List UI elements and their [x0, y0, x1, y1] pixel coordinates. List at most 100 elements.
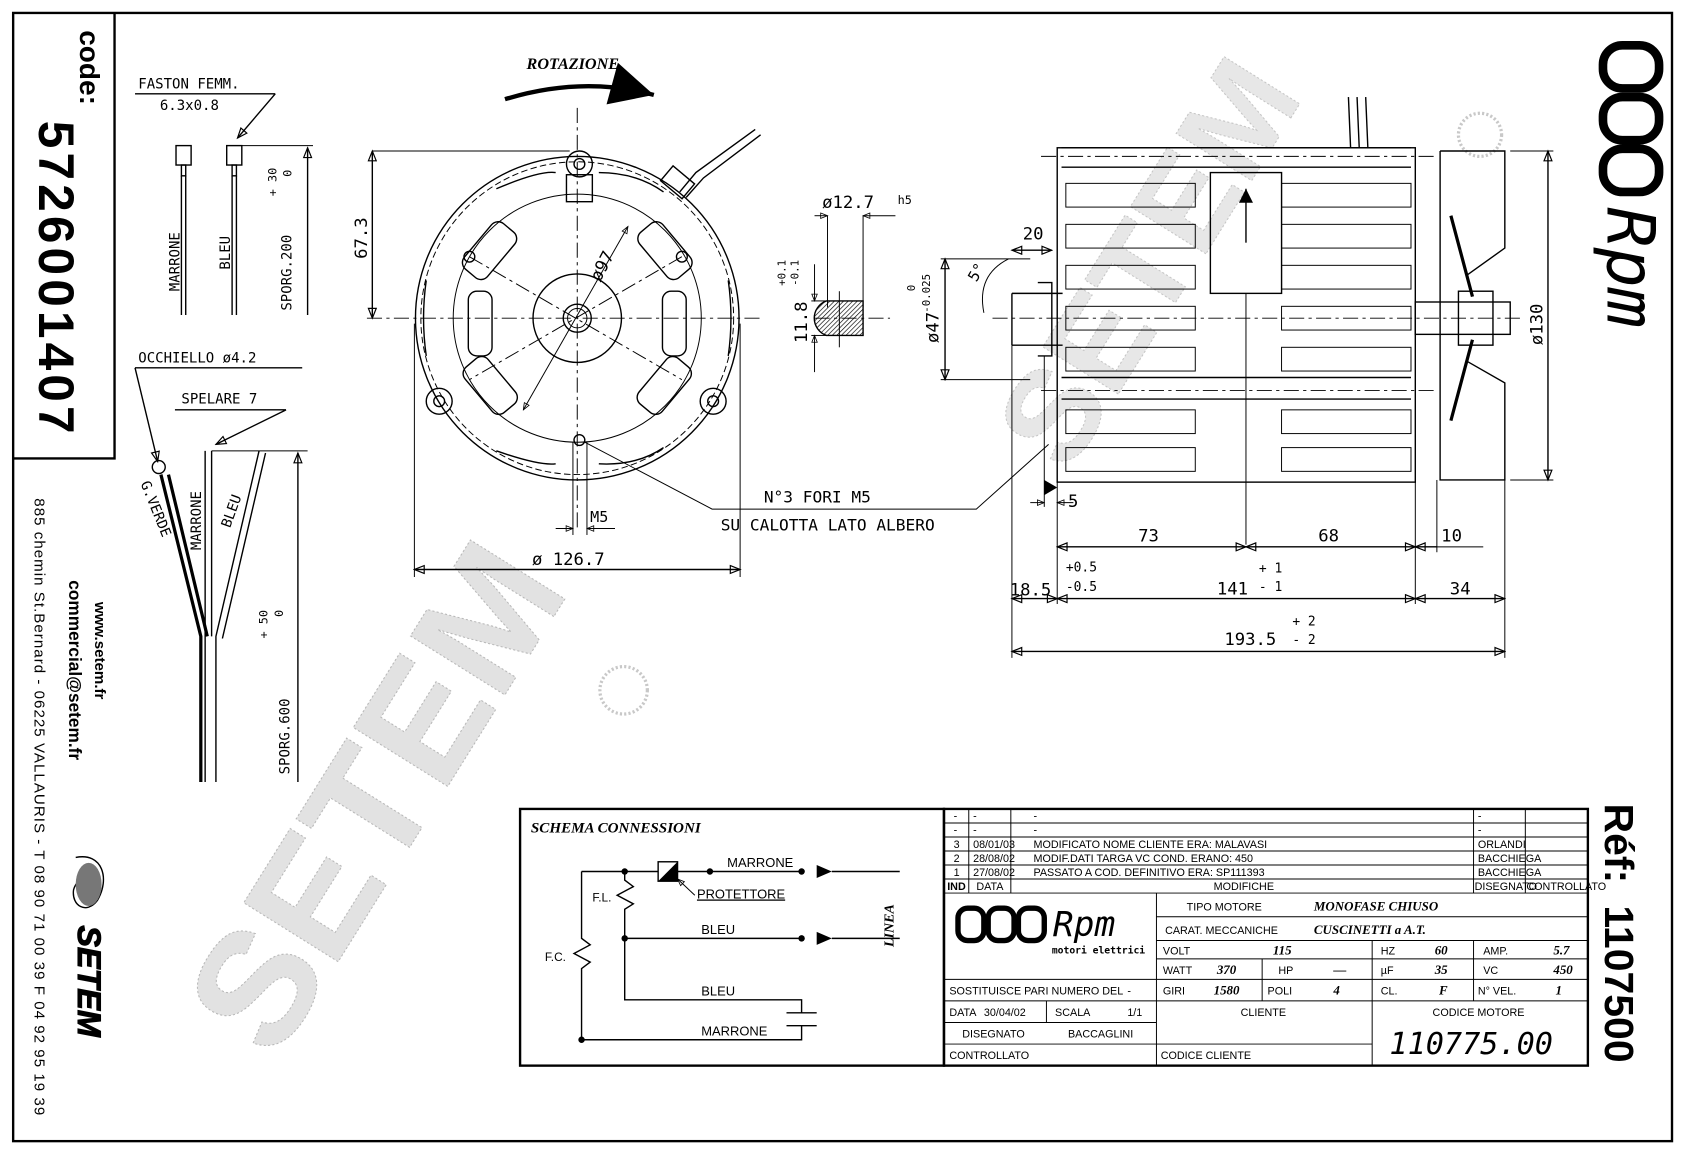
revision-modifica: - — [1033, 825, 1037, 837]
revision-row: ---- — [954, 825, 1482, 837]
svg-text:F.C.: F.C. — [545, 950, 566, 964]
note-line-1: N°3 FORI M5 — [764, 488, 871, 507]
svg-text:BLEU: BLEU — [219, 493, 246, 530]
svg-text:30/04/02: 30/04/02 — [984, 1007, 1026, 1019]
svg-text:193.5: 193.5 — [1224, 630, 1276, 650]
svg-text:WATT: WATT — [1163, 965, 1193, 977]
revision-disegnato: - — [1478, 811, 1482, 823]
svg-text:IND: IND — [947, 881, 966, 893]
svg-text:Rpm: Rpm — [1591, 207, 1669, 328]
svg-text:CL.: CL. — [1381, 985, 1398, 997]
svg-text:5: 5 — [1068, 492, 1078, 512]
code-label: code: — [74, 30, 105, 105]
shaft-section: ø12.7 h5 11.8 +0.1 -0.1 — [775, 193, 912, 373]
svg-text:60: 60 — [1435, 943, 1448, 958]
svg-text:115: 115 — [1273, 943, 1292, 958]
revision-row: ---- — [954, 811, 1482, 823]
svg-text:SPELARE 7: SPELARE 7 — [181, 391, 257, 407]
wiring-detail-faston: FASTON FEMM. 6.3x0.8 MARRONE BLEU SPORG.… — [135, 76, 313, 315]
svg-text:MONOFASE CHIUSO: MONOFASE CHIUSO — [1313, 898, 1438, 913]
revision-ind: 2 — [954, 853, 960, 865]
revision-modifica: MODIFICATO NOME CLIENTE ERA: MALAVASI — [1033, 839, 1267, 851]
revision-disegnato: - — [1478, 825, 1482, 837]
svg-text:HP: HP — [1278, 965, 1293, 977]
svg-text:- 1: - 1 — [1259, 580, 1282, 595]
svg-text:450: 450 — [1552, 962, 1573, 977]
capacitor-icon — [581, 938, 817, 1041]
height-dimension: 67.3 — [352, 217, 372, 259]
svg-text:5°: 5° — [964, 260, 989, 285]
wiring-detail-cable: OCCHIELLO ø4.2 SPELARE 7 G.VERDE MARRONE… — [134, 350, 308, 782]
svg-text:370: 370 — [1216, 962, 1237, 977]
motor-code: 110775.00 — [1389, 1027, 1553, 1062]
revision-disegnato: ORLANDI — [1478, 839, 1526, 851]
svg-text:CARAT. MECCANICHE: CARAT. MECCANICHE — [1165, 925, 1278, 937]
svg-text:SETEM: SETEM — [152, 513, 600, 1081]
revision-modifica: MODIF.DATI TARGA VC COND. ERANO: 450 — [1033, 853, 1253, 865]
revision-ind: 1 — [954, 867, 960, 879]
svg-text:4: 4 — [1332, 982, 1340, 997]
svg-text:35: 35 — [1434, 962, 1448, 977]
svg-text:10: 10 — [1441, 526, 1462, 546]
svg-text:Rpm: Rpm — [1053, 905, 1115, 945]
svg-text:SOSTITUISCE PARI NUMERO DEL: SOSTITUISCE PARI NUMERO DEL — [949, 985, 1123, 997]
svg-text:1: 1 — [1556, 982, 1562, 997]
svg-text:CONTROLLATO: CONTROLLATO — [949, 1050, 1029, 1062]
svg-text:ø130: ø130 — [1528, 304, 1548, 346]
svg-text:5.7: 5.7 — [1553, 943, 1570, 958]
svg-text:CODICE MOTORE: CODICE MOTORE — [1433, 1007, 1525, 1019]
svg-text:-0.5: -0.5 — [1066, 580, 1097, 595]
field-winding-fl — [615, 871, 635, 939]
svg-text:VC: VC — [1483, 965, 1498, 977]
svg-text:DISEGNATO: DISEGNATO — [962, 1029, 1024, 1041]
svg-text:BLEU: BLEU — [218, 236, 234, 270]
svg-text:GIRI: GIRI — [1163, 985, 1185, 997]
svg-text:+0.5: +0.5 — [1066, 561, 1097, 576]
svg-text:-0.025: -0.025 — [920, 274, 933, 313]
svg-text:ø12.7: ø12.7 — [822, 193, 874, 213]
revision-data: 27/08/02 — [973, 867, 1015, 879]
code-box: code: 5726001407 — [13, 12, 116, 460]
mounting-lug — [425, 150, 727, 447]
note-line-2: SU CALOTTA LATO ALBERO — [721, 516, 935, 535]
svg-text:HZ: HZ — [1381, 946, 1396, 958]
svg-text:PROTETTORE: PROTETTORE — [697, 886, 786, 901]
svg-text:F: F — [1438, 982, 1448, 997]
svg-text:MARRONE: MARRONE — [167, 232, 183, 291]
svg-text:34: 34 — [1450, 579, 1471, 599]
svg-text:+0.1: +0.1 — [775, 260, 788, 286]
svg-text:68: 68 — [1318, 526, 1339, 546]
coil-logo-icon — [1598, 40, 1664, 197]
revision-ind: - — [954, 811, 958, 823]
revision-data: - — [973, 825, 977, 837]
reference-label: Réf: — [1596, 804, 1642, 884]
svg-text:TIPO MOTORE: TIPO MOTORE — [1187, 901, 1262, 913]
svg-text:MODIFICHE: MODIFICHE — [1214, 881, 1274, 893]
front-view: ROTAZIONE — [352, 56, 1049, 578]
svg-text:SCALA: SCALA — [1055, 1007, 1091, 1019]
svg-text:73: 73 — [1138, 526, 1159, 546]
svg-text:20: 20 — [1023, 224, 1044, 244]
svg-text:- 2: - 2 — [1292, 633, 1315, 648]
svg-text:SETEM: SETEM — [970, 35, 1328, 489]
svg-text:DATA: DATA — [949, 1007, 977, 1019]
revision-data: 28/08/02 — [973, 853, 1015, 865]
svg-text:-0.1: -0.1 — [788, 260, 801, 286]
svg-text:DATA: DATA — [976, 881, 1004, 893]
rotation-arrow-icon — [504, 62, 655, 105]
revision-ind: 3 — [954, 839, 960, 851]
svg-text:18.5: 18.5 — [1010, 580, 1052, 600]
svg-text:CLIENTE: CLIENTE — [1241, 1007, 1286, 1019]
side-view: ø47 0 -0.025 5° — [905, 97, 1554, 658]
svg-text:0: 0 — [280, 170, 294, 177]
revision-ind: - — [954, 825, 958, 837]
svg-text:BLEU: BLEU — [701, 984, 735, 999]
svg-text:141: 141 — [1217, 579, 1248, 599]
svg-text:1580: 1580 — [1214, 982, 1240, 997]
svg-text:LINEA: LINEA — [882, 904, 897, 948]
svg-text:FASTON FEMM.: FASTON FEMM. — [138, 76, 239, 92]
cable-exit — [679, 128, 762, 198]
